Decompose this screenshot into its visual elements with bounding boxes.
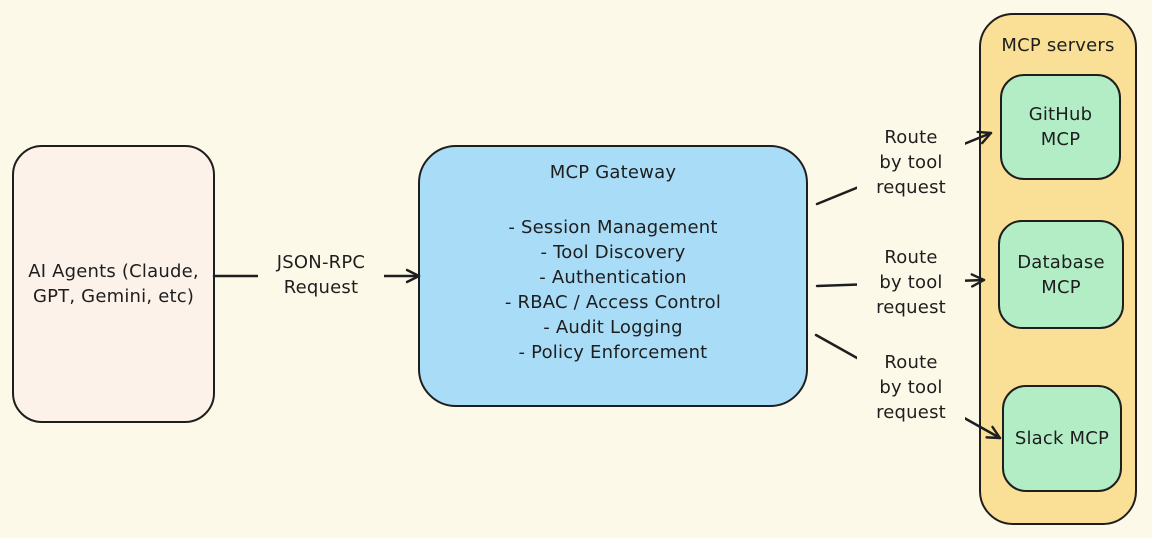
github-mcp-label: GitHub MCP <box>1028 104 1093 150</box>
route-by-tool-request-label-bottom: Route by tool request <box>857 350 965 425</box>
github-mcp-node: GitHub MCP <box>1000 74 1121 180</box>
gateway-feature-session-management: - Session Management <box>508 217 718 238</box>
json-rpc-request-label: JSON-RPC Request <box>258 250 384 300</box>
gateway-feature-tool-discovery: - Tool Discovery <box>540 242 686 263</box>
mcp-gateway-title: MCP Gateway <box>549 162 677 183</box>
mcp-servers-title: MCP servers <box>1001 35 1115 56</box>
slack-mcp-label: Slack MCP <box>1014 428 1110 449</box>
route-by-tool-request-label-middle: Route by tool request <box>857 245 965 320</box>
slack-mcp-node: Slack MCP <box>1002 385 1122 492</box>
gateway-feature-authentication: - Authentication <box>539 267 687 288</box>
gateway-feature-audit-logging: - Audit Logging <box>543 317 683 338</box>
ai-agents-node: AI Agents (Claude, GPT, Gemini, etc) <box>12 145 215 423</box>
database-mcp-label: Database MCP <box>1017 251 1105 298</box>
mcp-servers-group: MCP servers GitHub MCP Database MCP Slac… <box>979 13 1137 525</box>
gateway-feature-rbac-access-control: - RBAC / Access Control <box>504 292 722 313</box>
route-by-tool-request-label-top: Route by tool request <box>857 125 965 200</box>
database-mcp-node: Database MCP <box>998 220 1124 329</box>
gateway-feature-policy-enforcement: - Policy Enforcement <box>518 342 708 363</box>
mcp-gateway-feature-list: - Session Management - Tool Discovery - … <box>420 215 806 365</box>
mcp-gateway-node: MCP Gateway - Session Management - Tool … <box>418 145 808 407</box>
ai-agents-label: AI Agents (Claude, GPT, Gemini, etc) <box>28 261 199 307</box>
